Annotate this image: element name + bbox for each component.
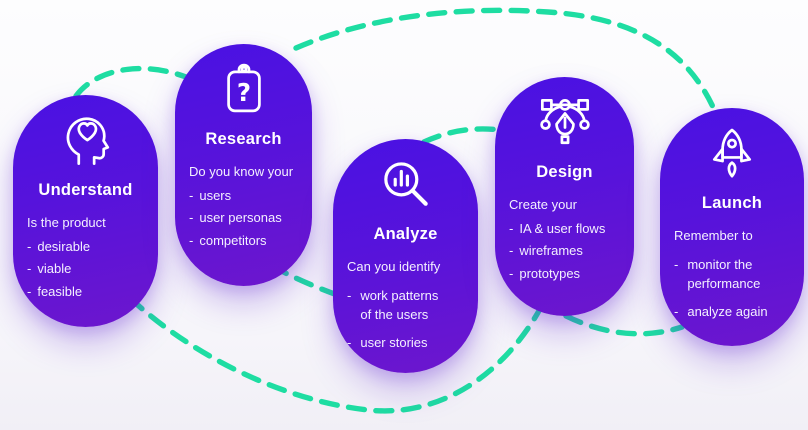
bullet-dash: - <box>27 238 32 254</box>
question-mark-glyph: ? <box>236 78 250 107</box>
pen-tool-icon <box>536 94 594 152</box>
bullet-text: prototypes <box>519 265 581 281</box>
bullet-text: user personas <box>199 210 282 225</box>
stage-description: Is the product - desirable - viable - fe… <box>21 213 150 301</box>
stage-intro: Create your <box>509 197 577 212</box>
bullet-text: users <box>199 187 232 203</box>
bullet-item: - viable <box>27 259 144 279</box>
bullet-item: - analyze again <box>674 302 790 322</box>
stage-title: Launch <box>701 194 763 212</box>
bullet-item: - user personas <box>189 208 298 228</box>
bullet-text: competitors <box>199 232 267 248</box>
connector-design-to-launch <box>563 313 685 337</box>
bullet-text: IA & user flows <box>519 220 606 236</box>
bullet-text: wireframes <box>519 243 583 258</box>
stage-description: Do you know your - users - user personas… <box>183 162 304 250</box>
stage-intro: Is the product <box>27 215 106 230</box>
bullet-text: user stories <box>360 334 428 350</box>
bullet-item: - user stories <box>347 333 464 353</box>
stage-description: Remember to - monitor the performance - … <box>668 226 796 321</box>
stage-card-launch: Launch Remember to - monitor the perform… <box>660 108 804 346</box>
bullet-text: desirable <box>37 238 91 254</box>
stage-title: Analyze <box>373 225 438 243</box>
stage-description: Create your - IA & user flows - wirefram… <box>503 195 626 283</box>
bullet-dash: - <box>509 265 514 281</box>
bullet-dash: - <box>189 232 194 248</box>
bullet-dash: - <box>189 187 194 203</box>
bullet-item: - prototypes <box>509 264 620 284</box>
stage-card-design: Design Create your - IA & user flows - w… <box>495 77 634 316</box>
bullet-text: analyze again <box>687 303 768 319</box>
stage-title: Design <box>536 163 593 181</box>
bullet-dash: - <box>509 220 514 236</box>
head-heart-icon <box>57 112 115 170</box>
connector-understand-to-research <box>73 65 189 99</box>
stage-card-understand: Understand Is the product - desirable - … <box>13 95 158 327</box>
stage-card-research: ? Research Do you know your - users - us… <box>175 44 312 286</box>
bullet-dash: - <box>347 287 352 303</box>
bullet-item: - desirable <box>27 237 144 257</box>
bullet-item: - monitor the performance <box>674 255 790 294</box>
bullet-item: - users <box>189 186 298 206</box>
stage-title: Understand <box>38 181 133 199</box>
bullet-text: monitor the performance <box>687 256 761 292</box>
connector-analyze-to-design <box>421 126 504 145</box>
bullet-dash: - <box>347 334 352 350</box>
bullet-item: - IA & user flows <box>509 219 620 239</box>
bullet-text: work patterns of the users <box>360 287 439 323</box>
stage-intro: Remember to <box>674 228 753 243</box>
clipboard-question-icon: ? <box>215 61 273 119</box>
bullet-dash: - <box>674 303 679 319</box>
magnifier-chart-icon <box>376 156 436 214</box>
stage-intro: Can you identify <box>347 259 441 274</box>
bullet-item: - wireframes <box>509 241 620 261</box>
bullet-item: - competitors <box>189 231 298 251</box>
bullet-item: - feasible <box>27 282 144 302</box>
stage-card-analyze: Analyze Can you identify - work patterns… <box>333 139 478 373</box>
bullet-text: viable <box>37 261 72 276</box>
connector-research-to-launch-top <box>293 7 716 110</box>
bullet-dash: - <box>509 243 514 258</box>
stage-description: Can you identify - work patterns of the … <box>341 257 470 352</box>
rocket-icon <box>703 125 761 183</box>
stage-intro: Do you know your <box>189 164 294 179</box>
stage-title: Research <box>205 130 282 148</box>
bullet-dash: - <box>27 261 32 276</box>
bullet-text: feasible <box>37 283 83 299</box>
bullet-dash: - <box>189 210 194 225</box>
bullet-item: - work patterns of the users <box>347 286 464 325</box>
bullet-dash: - <box>27 283 32 299</box>
bullet-dash: - <box>674 256 679 272</box>
